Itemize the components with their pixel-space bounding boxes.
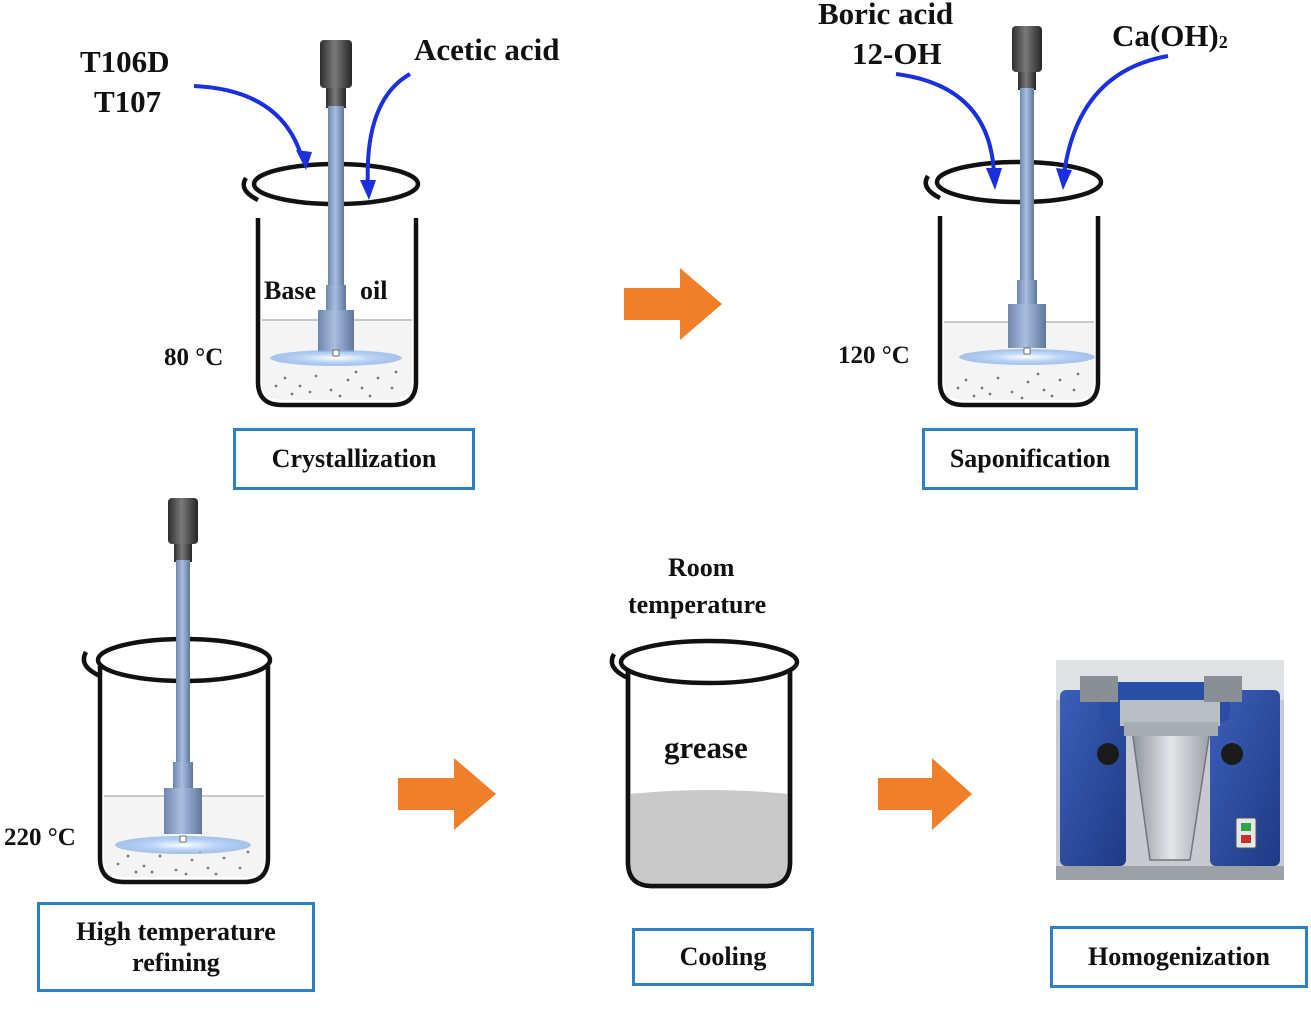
arrowhead-right-2 xyxy=(1056,168,1072,190)
step-box-crystallization: Crystallization xyxy=(233,428,475,490)
step-label-cooling: Cooling xyxy=(679,942,767,972)
calcium-hydroxide-subscript: 2 xyxy=(1218,32,1228,52)
input-label-boric-acid: Boric acid xyxy=(818,0,954,31)
step-label-homogenization: Homogenization xyxy=(1088,942,1270,972)
feed-arrow-left-1 xyxy=(193,84,304,159)
temperature-label-refining: 220 °C xyxy=(4,824,76,851)
three-roll-mill-photo xyxy=(1056,660,1284,880)
input-label-calcium-hydroxide: Ca(OH)2 xyxy=(1112,18,1228,54)
step-label-refining: High temperature refining xyxy=(76,916,276,978)
condition-label-temperature: temperature xyxy=(628,590,767,619)
flow-arrow-2 xyxy=(398,758,496,830)
flow-arrow-3 xyxy=(878,758,972,830)
beaker-refining xyxy=(81,498,273,885)
step-box-saponification: Saponification xyxy=(922,428,1138,490)
beaker-saponification xyxy=(923,26,1104,408)
step-label-saponification: Saponification xyxy=(949,444,1111,474)
beaker-crystallization xyxy=(241,40,421,408)
input-label-t106d: T106D xyxy=(80,44,170,79)
beaker-cooling xyxy=(609,638,800,889)
step-box-homogenization: Homogenization xyxy=(1050,926,1308,988)
beaker-content-grease: grease xyxy=(664,730,748,765)
step-box-cooling: Cooling xyxy=(632,928,814,986)
temperature-label-saponification: 120 °C xyxy=(838,342,910,369)
arrowhead-left-2 xyxy=(986,168,1002,190)
feed-arrow-right-1 xyxy=(365,72,412,189)
step-label-refining-line-2: refining xyxy=(132,948,220,977)
medium-label-oil: oil xyxy=(360,276,388,305)
step-box-refining: High temperature refining xyxy=(37,902,315,992)
feed-arrow-right-2 xyxy=(1062,54,1169,175)
step-label-crystallization: Crystallization xyxy=(271,444,437,474)
input-label-t107: T107 xyxy=(94,84,162,119)
calcium-hydroxide-text: Ca(OH) xyxy=(1112,18,1219,53)
input-label-acetic-acid: Acetic acid xyxy=(414,32,560,67)
medium-label-base: Base xyxy=(264,276,316,305)
condition-label-room: Room xyxy=(668,553,735,582)
arrowhead-right-1 xyxy=(360,180,376,200)
feed-arrow-left-2 xyxy=(895,72,996,175)
grease-fill xyxy=(630,790,788,884)
input-label-12-oh: 12-OH xyxy=(852,36,942,71)
flow-arrow-1 xyxy=(624,268,722,340)
step-label-refining-line-1: High temperature xyxy=(76,916,276,946)
temperature-label-crystallization: 80 °C xyxy=(164,344,224,371)
arrowhead-left-1 xyxy=(296,150,312,170)
